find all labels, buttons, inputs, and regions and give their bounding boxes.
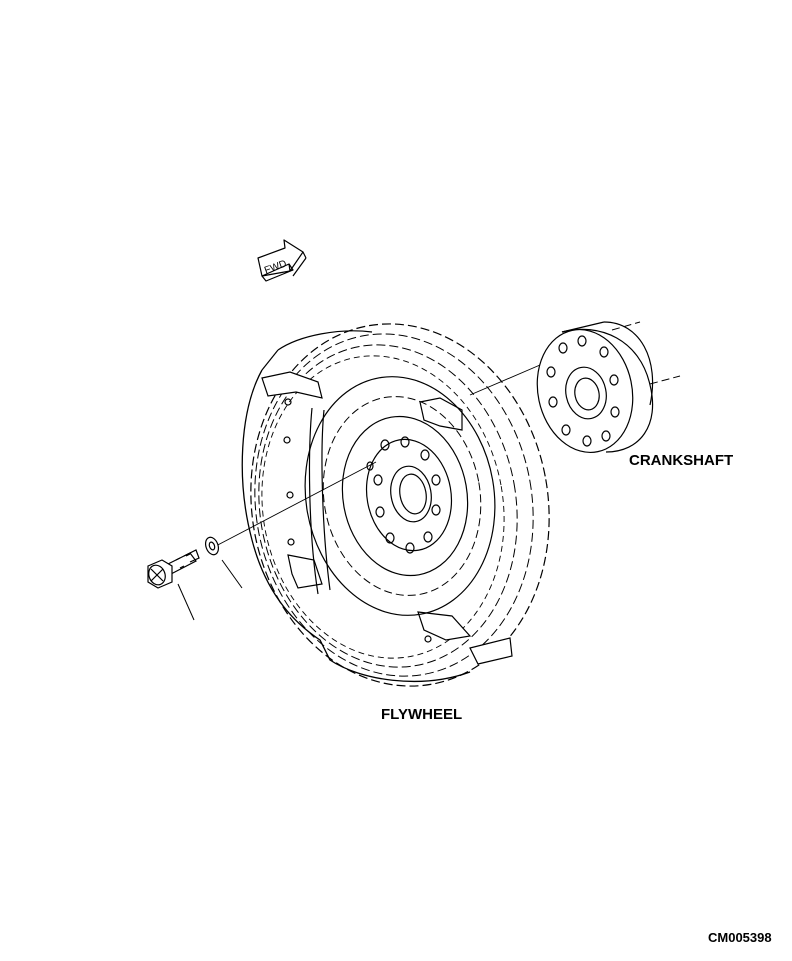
bolt-part (147, 549, 200, 589)
fwd-arrow-icon: FWD (257, 239, 307, 282)
flywheel-bolt-holes (366, 436, 441, 554)
drawing-code-label: CM005398 (708, 930, 772, 945)
bolt-leader-line (177, 583, 195, 621)
crankshaft-label: CRANKSHAFT (629, 452, 734, 469)
washer-leader-line (221, 559, 243, 589)
washer-part (204, 536, 220, 556)
crankshaft-part (536, 321, 681, 454)
center-axis-line (469, 364, 541, 396)
crankshaft-bolt-holes (546, 335, 620, 447)
bolt-axis-line (211, 461, 377, 549)
flywheel-hub (365, 438, 453, 552)
crankshaft-flange-face (536, 328, 634, 454)
flywheel-label: FLYWHEEL (381, 706, 463, 723)
flywheel-part (241, 323, 550, 687)
